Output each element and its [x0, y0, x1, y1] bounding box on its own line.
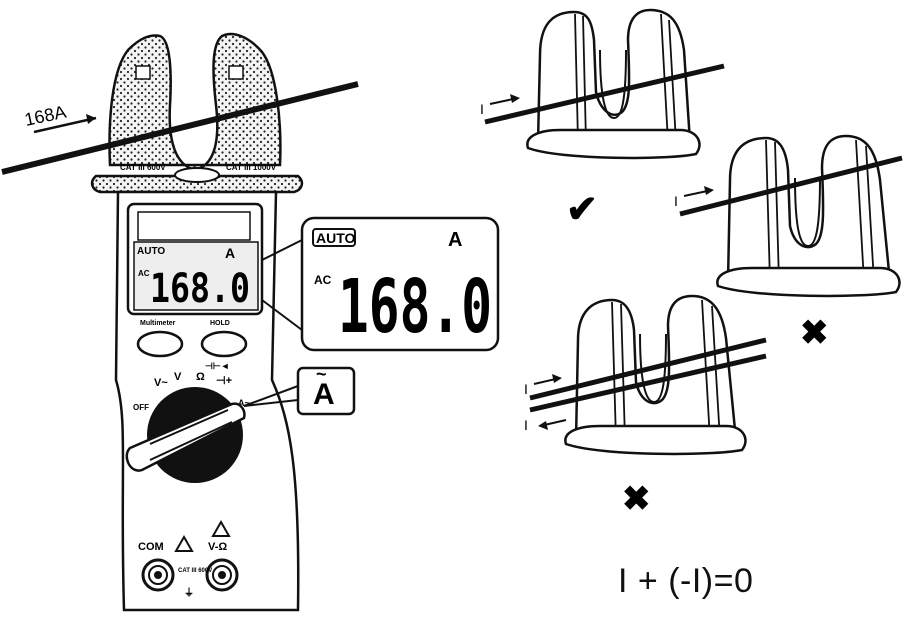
- hand-guard: [90, 174, 304, 194]
- cross-icon-2: ✖: [622, 480, 651, 518]
- dial-label-diode: ⊣+: [216, 375, 232, 387]
- v-ohm-label: V-Ω: [208, 541, 227, 553]
- terminal-caution-text: CAT III 600V: [178, 568, 212, 574]
- dial-label-ohm: Ω: [196, 371, 205, 383]
- dial-callout: A ~: [243, 364, 356, 416]
- zoom-display: AUTO A AC 168.0: [261, 216, 500, 352]
- caution-icon-right: [211, 519, 231, 537]
- equation: I + (-I)=0: [618, 562, 754, 600]
- continuity-mark: ⊣⊢◄: [205, 361, 230, 371]
- position-example-incorrect-offcenter: I ✖: [674, 134, 903, 352]
- current-label-3b: I: [524, 417, 528, 433]
- button-right-label: HOLD: [210, 320, 230, 327]
- current-label-1: I: [480, 101, 484, 117]
- lcd-mode: AC: [138, 269, 150, 278]
- lcd-unit: A: [225, 245, 235, 261]
- rotary-dial[interactable]: [125, 387, 246, 483]
- clamp-jaws: [108, 32, 282, 172]
- dial-label-aac: A~: [238, 398, 250, 408]
- svg-text:~: ~: [316, 364, 327, 384]
- dial-label-vdc: V: [174, 371, 182, 383]
- conductor-wire: [1, 81, 359, 175]
- current-arrow: [33, 116, 97, 134]
- zoom-mode: AC: [314, 273, 332, 287]
- cross-icon-1: ✖: [800, 314, 829, 352]
- hold-button[interactable]: [200, 330, 248, 358]
- lcd-value: 168.0: [150, 266, 250, 312]
- jaw-mark-right: [228, 65, 244, 80]
- lcd-auto: AUTO: [137, 246, 165, 257]
- current-label-2: I: [674, 193, 678, 209]
- zoom-auto: AUTO: [316, 230, 356, 246]
- zoom-unit: A: [448, 229, 462, 251]
- position-example-correct: I ✔: [480, 8, 725, 231]
- dial-label-off: OFF: [133, 403, 149, 412]
- check-icon: ✔: [566, 189, 598, 231]
- dial-callout-label: A: [313, 378, 335, 411]
- button-left-label: Multimeter: [140, 320, 176, 327]
- com-label: COM: [138, 541, 164, 553]
- multimeter-button[interactable]: [136, 330, 184, 358]
- jaw-cat-right: CAT III 1000V: [226, 163, 277, 172]
- jaw-mark-left: [135, 65, 151, 80]
- jaw-cat-left: CAT III 600V: [120, 163, 166, 172]
- zoom-value: 168.0: [338, 264, 492, 350]
- ground-icon: ⏚: [184, 587, 194, 599]
- current-label-3a: I: [524, 381, 528, 397]
- clamp-meter: CAT III 600V CAT III 1000V AUTO A AC 168…: [1, 32, 359, 612]
- caution-icon-left: [174, 534, 194, 552]
- position-example-incorrect-two-wires: I I ✖: [524, 294, 767, 518]
- lcd-screen: [133, 241, 259, 311]
- dial-label-vac: V~: [154, 377, 168, 389]
